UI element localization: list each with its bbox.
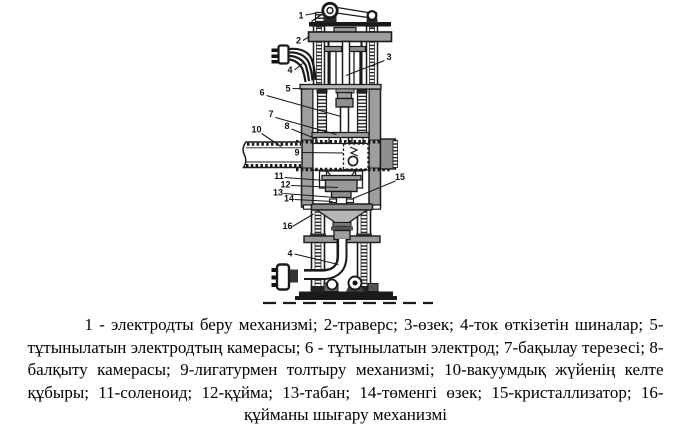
part-label-9: 9 (294, 148, 299, 158)
part-label-4b: 4 (287, 249, 292, 259)
part-label-3: 3 (386, 52, 391, 62)
crystallizer-assembly (302, 170, 382, 227)
lifting-ring (311, 1, 378, 23)
base-plates (295, 291, 397, 300)
part-label-7: 7 (268, 109, 273, 119)
furnace-diagram: 1 2 3 4 5 6 7 8 10 9 11 12 13 14 15 16 4 (242, 1, 433, 305)
part-label-12: 12 (280, 180, 290, 190)
stem-rods (323, 40, 367, 90)
base-machinery (323, 275, 379, 292)
part-label-13: 13 (273, 188, 283, 198)
ligature-mechanism (342, 143, 369, 170)
top-plate (309, 22, 391, 27)
part-label-1: 1 (298, 11, 303, 21)
figure-caption: 1 - электродты беру механизмі; 2-траверс… (27, 315, 664, 424)
part-label-8: 8 (284, 121, 289, 131)
part-label-10: 10 (251, 125, 261, 135)
leader-lines (261, 12, 396, 266)
part-label-16: 16 (282, 221, 292, 231)
bus-bars-top (271, 44, 317, 83)
bus-bar-bottom (271, 239, 348, 291)
part-label-4: 4 (287, 65, 292, 75)
melting-chamber (296, 138, 398, 172)
part-labels: 1 2 3 4 5 6 7 8 10 9 11 12 13 14 15 16 4 (251, 11, 405, 259)
part-label-11: 11 (274, 171, 284, 181)
part-label-2: 2 (296, 36, 301, 46)
part-label-15: 15 (395, 172, 405, 182)
vacuum-pipe (242, 141, 303, 169)
part-label-6: 6 (259, 88, 264, 98)
part-label-14: 14 (284, 194, 294, 204)
part-label-5: 5 (285, 84, 290, 94)
